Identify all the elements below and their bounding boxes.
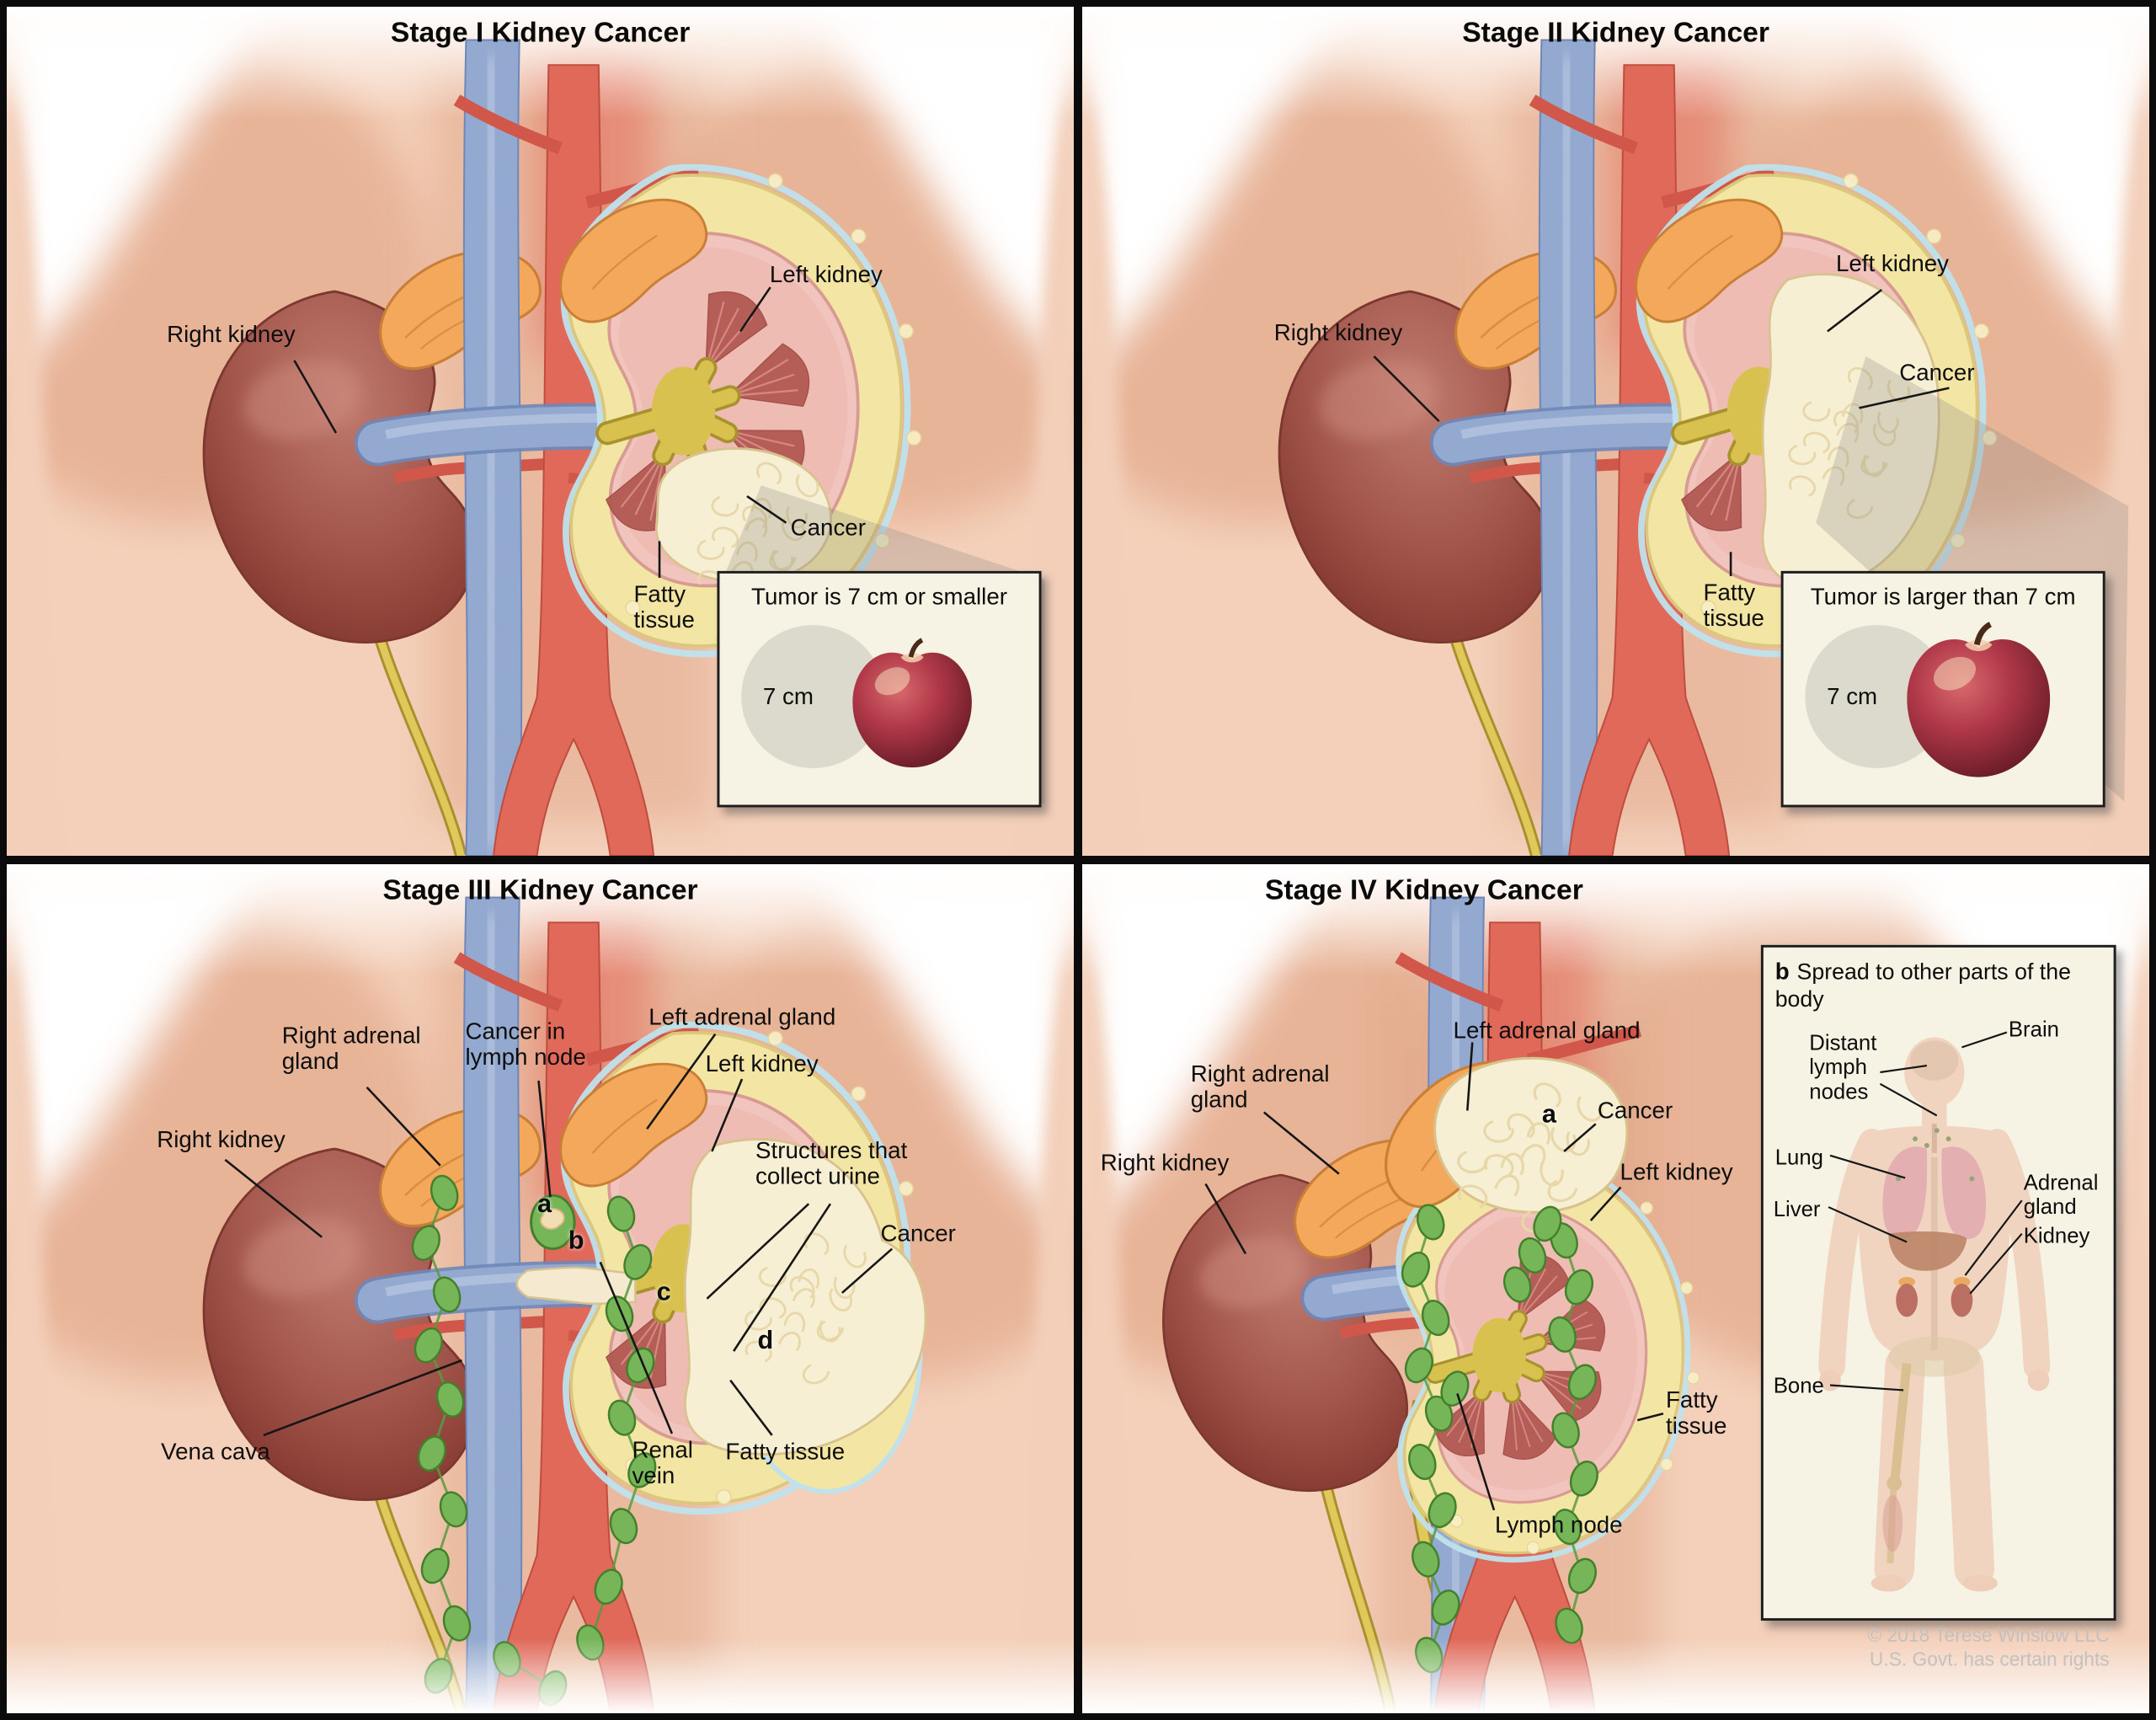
label-right-adrenal-gland: Right adrenal gland — [1190, 1060, 1330, 1113]
label-brain: Brain — [2008, 1016, 2059, 1042]
marker-a: a — [1541, 1098, 1556, 1129]
stage1-anatomy-illustration — [7, 7, 1074, 856]
stage2-tumor-size-inset: Tumor is larger than 7 cm 7 cm — [1780, 570, 2105, 808]
label-right-kidney: Right kidney — [167, 321, 296, 348]
stage1-title: Stage I Kidney Cancer — [390, 16, 691, 49]
panel-stage-3: Stage III Kidney Cancer Right adrenal gl… — [7, 864, 1074, 1713]
panel-stage-4: Stage IV Kidney Cancer Right adrenal gla… — [1082, 864, 2149, 1713]
label-right-kidney: Right kidney — [1273, 319, 1403, 346]
label-fatty-tissue: Fatty tissue — [725, 1438, 846, 1465]
label-kidney: Kidney — [2023, 1222, 2090, 1248]
label-cancer: Cancer — [1899, 359, 1975, 386]
inset-marker-b: b — [1774, 958, 1790, 985]
stage2-anatomy-illustration — [1082, 7, 2149, 856]
label-left-kidney: Left kidney — [705, 1050, 819, 1076]
lung-right — [1941, 1146, 1987, 1240]
stage4-title: Stage IV Kidney Cancer — [1264, 873, 1583, 906]
label-left-kidney: Left kidney — [1835, 250, 1950, 277]
inset-leader-lines — [1828, 1031, 2023, 1391]
label-cancer: Cancer — [1597, 1097, 1673, 1124]
seven-cm-label: 7 cm — [1827, 683, 1878, 709]
liver-region — [1888, 1231, 1967, 1271]
marker-b: b — [568, 1225, 584, 1255]
stage1-tumor-size-inset: Tumor is 7 cm or smaller 7 cm — [717, 570, 1042, 808]
label-cancer: Cancer — [880, 1220, 956, 1247]
label-vena-cava: Vena cava — [161, 1438, 270, 1465]
label-structures-that-collect-urine: Structures that collect urine — [755, 1137, 908, 1189]
panel-stage-1: Stage I Kidney Cancer Right kidney Left … — [7, 7, 1074, 856]
inset-title: Tumor is larger than 7 cm — [1810, 583, 2076, 610]
lung-left — [1882, 1146, 1928, 1240]
inset-title: Tumor is 7 cm or smaller — [751, 583, 1007, 610]
label-left-kidney: Left kidney — [769, 261, 883, 287]
kidney-right-figure — [1951, 1283, 1973, 1317]
marker-a: a — [537, 1189, 552, 1218]
femur-bone — [1890, 1363, 1912, 1478]
body-figure — [1818, 1031, 2051, 1592]
label-renal-vein: Renal vein — [632, 1436, 693, 1489]
label-right-kidney: Right kidney — [157, 1126, 286, 1152]
label-bone: Bone — [1773, 1372, 1824, 1398]
apple-image — [1907, 622, 2051, 777]
stage2-title: Stage II Kidney Cancer — [1462, 16, 1769, 49]
copyright-credit: © 2018 Terese Winslow LLC U.S. Govt. has… — [1867, 1624, 2110, 1670]
apple-image — [852, 638, 972, 768]
label-fatty-tissue: Fatty tissue — [1703, 579, 1764, 632]
adrenal-left-figure — [1898, 1277, 1916, 1287]
label-liver: Liver — [1773, 1196, 1821, 1221]
kidney-left-figure — [1896, 1283, 1918, 1317]
marker-c: c — [656, 1277, 671, 1306]
label-distant-lymph-nodes: Distant lymph nodes — [1809, 1029, 1877, 1104]
stage3-anatomy-illustration — [7, 864, 1074, 1713]
adrenal-right-figure — [1953, 1277, 1971, 1287]
seven-cm-label: 7 cm — [762, 683, 814, 709]
panel-stage-2: Stage II Kidney Cancer Right kidney Left… — [1082, 7, 2149, 856]
label-lung: Lung — [1774, 1144, 1823, 1170]
label-left-adrenal-gland: Left adrenal gland — [648, 1003, 836, 1030]
label-fatty-tissue: Fatty tissue — [633, 580, 695, 633]
label-cancer: Cancer — [790, 514, 866, 541]
label-fatty-tissue: Fatty tissue — [1666, 1386, 1727, 1440]
label-right-kidney: Right kidney — [1100, 1149, 1230, 1176]
label-right-adrenal-gland: Right adrenal gland — [281, 1022, 421, 1075]
label-lymph-node: Lymph node — [1495, 1511, 1623, 1538]
stage3-title: Stage III Kidney Cancer — [382, 873, 698, 906]
distant-lymph-node-dots — [1896, 1128, 1975, 1182]
brain-region — [1910, 1040, 1959, 1081]
label-left-kidney: Left kidney — [1620, 1158, 1733, 1185]
marker-d: d — [757, 1325, 774, 1354]
label-left-adrenal-gland: Left adrenal gland — [1453, 1017, 1641, 1044]
label-cancer-in-lymph-node: Cancer in lymph node — [465, 1018, 586, 1071]
label-adrenal-gland: Adrenal gland — [2023, 1169, 2099, 1220]
